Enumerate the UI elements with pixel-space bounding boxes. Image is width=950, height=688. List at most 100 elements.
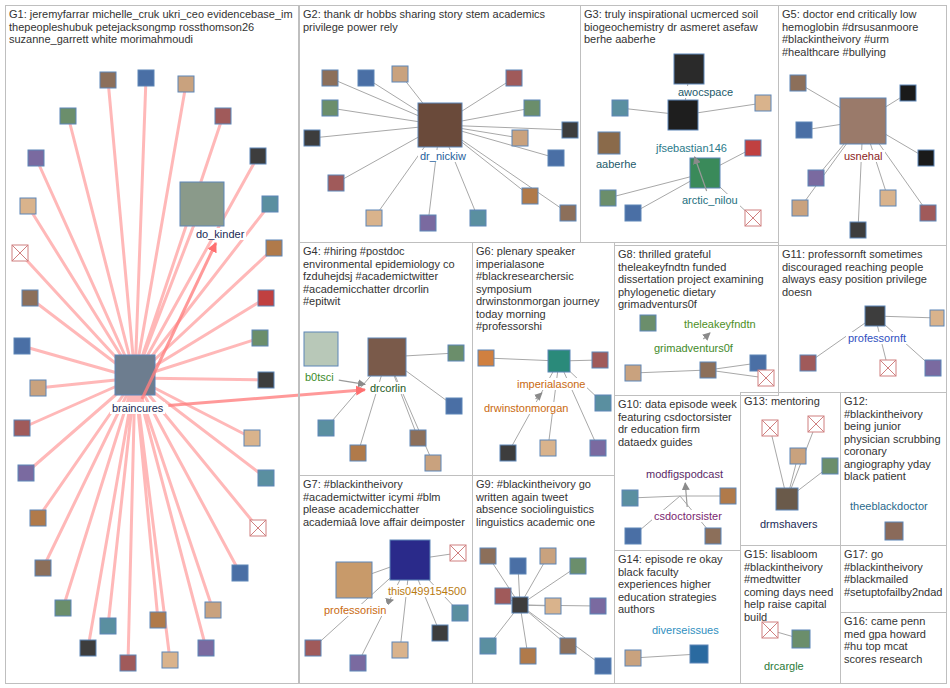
vertex-label: jfsebastian146	[654, 142, 729, 154]
network-decoration	[540, 440, 556, 456]
network-decoration	[608, 70, 763, 218]
cluster-box: G15: lisabloom #blackintheivory #medtwit…	[740, 545, 841, 684]
network-decoration	[336, 562, 372, 598]
vertex-name: drcargle	[764, 660, 804, 672]
cluster-box: G13: mentoringdrmshavers	[740, 392, 841, 546]
vertex-label: awocspace	[676, 86, 735, 98]
network-decoration	[448, 345, 464, 361]
network-decoration	[595, 658, 611, 674]
network-decoration	[668, 100, 698, 130]
cluster-box: G3: truly inspirational ucmerced soil bi…	[580, 5, 779, 243]
network-decoration	[590, 440, 606, 456]
network-decoration	[690, 158, 720, 188]
edge-arrow	[389, 600, 393, 601]
vertex-name: usnehal	[844, 150, 883, 162]
cluster-heading: G10: data episode week featuring csdocto…	[615, 396, 740, 450]
cluster-box: G9: #blackintheivory go written again tw…	[472, 475, 615, 684]
edge-arrow	[703, 333, 710, 339]
vertex-name: jfsebastian146	[656, 142, 727, 154]
network-decoration	[560, 205, 576, 221]
vertex-label: usnehal	[842, 150, 885, 162]
cluster-heading: G6: plenary speaker imperialasone #black…	[473, 243, 614, 335]
cluster-box: G2: thank dr hobbs sharing story stem ac…	[299, 5, 581, 243]
vertex-name: theeblackdoctor	[850, 500, 928, 512]
network-decoration	[705, 528, 721, 544]
network-decoration	[930, 310, 944, 326]
cluster-box: G11: professornft sometimes discouraged …	[778, 245, 947, 393]
network-decoration	[30, 510, 46, 526]
network-decoration	[545, 598, 561, 614]
network-decoration	[600, 190, 616, 206]
network-decoration	[520, 648, 536, 664]
network-decoration	[700, 362, 716, 378]
network-decoration	[120, 655, 136, 671]
cluster-heading: G3: truly inspirational ucmerced soil bi…	[581, 6, 778, 48]
network-decoration	[198, 640, 214, 656]
network-decoration	[418, 103, 462, 147]
network-decoration	[776, 488, 798, 510]
network-decoration	[840, 98, 886, 144]
cluster-heading: G2: thank dr hobbs sharing story stem ac…	[300, 6, 580, 35]
vertex-name: drmshavers	[760, 518, 817, 530]
network-decoration	[590, 598, 606, 614]
network-decoration	[312, 74, 570, 223]
vertex-label: grimadventurs0f	[652, 342, 735, 354]
vertex-name: imperialasone	[517, 378, 585, 390]
network-decoration	[792, 630, 810, 648]
network-decoration	[232, 565, 248, 581]
edge-arrow	[685, 483, 687, 507]
vertex-label: do_kinder	[194, 228, 246, 240]
vertex-name: drcorlin	[370, 382, 406, 394]
vertex-label: modfigspodcast	[644, 468, 725, 480]
cluster-box: G1: jeremyfarrar michelle_cruk ukri_ceo …	[5, 5, 299, 684]
cluster-box: G8: thrilled grateful theleakeyfndtn fun…	[614, 245, 779, 396]
network-decoration	[900, 85, 916, 101]
cluster-box: G5: doctor end critically low hemoglobin…	[778, 5, 947, 246]
network-decoration	[595, 395, 611, 411]
network-decoration	[12, 210, 896, 638]
vertex-label: braincures	[110, 402, 165, 414]
network-decoration	[20, 198, 36, 214]
network-decoration	[480, 548, 496, 564]
network-decoration	[425, 455, 441, 471]
network-decoration	[850, 222, 866, 238]
cluster-heading: G12: #blackintheivory being junior physi…	[841, 393, 946, 485]
network-decoration	[524, 100, 540, 116]
network-decoration	[495, 588, 511, 604]
network-decoration	[625, 528, 641, 544]
network-decoration	[512, 130, 528, 146]
network-decoration	[150, 612, 166, 628]
network-decoration	[22, 290, 38, 306]
network-decoration	[548, 350, 570, 372]
network-decoration	[548, 150, 564, 166]
vertex-label: dr_nickiw	[418, 150, 468, 162]
network-decoration	[180, 182, 224, 226]
network-decoration	[318, 420, 334, 436]
cluster-heading: G1: jeremyfarrar michelle_cruk ukri_ceo …	[6, 6, 298, 48]
network-decoration	[20, 78, 274, 663]
vertex-label: theeblackdoctor	[848, 500, 930, 512]
network-decoration	[560, 638, 576, 654]
network-decoration	[625, 650, 641, 666]
network-decoration	[612, 100, 628, 116]
cluster-box: G4: #hiring #postdoc environmental epide…	[299, 242, 473, 476]
cluster-heading: G7: #blackintheivory #academictwitter ic…	[300, 476, 472, 530]
vertex-label: b0tsci	[303, 371, 336, 383]
network-decoration	[920, 205, 936, 221]
vertex-name: diverseissues	[652, 624, 719, 636]
network-decoration	[14, 420, 30, 436]
network-decoration	[690, 645, 708, 663]
cluster-heading: G8: thrilled grateful theleakeyfndtn fun…	[615, 246, 778, 313]
network-decoration	[305, 640, 321, 656]
cluster-heading: G15: lisabloom #blackintheivory #medtwit…	[741, 546, 840, 625]
network-decoration	[392, 642, 408, 658]
vertex-name: csdoctorsister	[654, 510, 722, 522]
network-decoration	[258, 372, 274, 388]
vertex-label: drcorlin	[368, 382, 408, 394]
network-decoration	[720, 488, 736, 504]
network-decoration	[880, 190, 896, 206]
network-decoration	[790, 75, 806, 91]
network-decoration	[633, 654, 699, 658]
network-decoration	[865, 306, 885, 326]
cluster-heading: G9: #blackintheivory go written again tw…	[473, 476, 614, 530]
